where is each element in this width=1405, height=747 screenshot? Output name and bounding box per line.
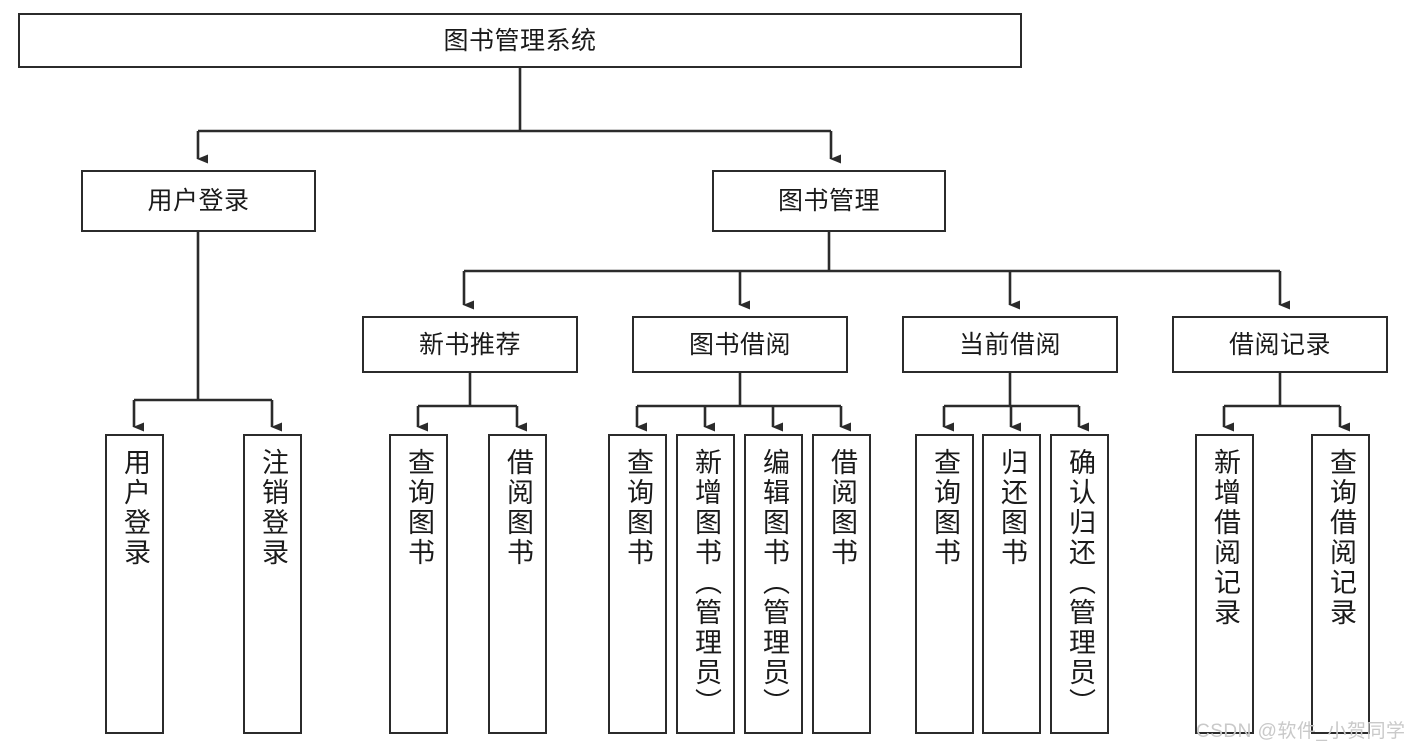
node-label: 查询图书 xyxy=(623,448,653,568)
node-label: 确认归还（管理员） xyxy=(1065,448,1095,718)
leaf-return-book[interactable]: 归还图书 xyxy=(982,434,1041,734)
node-label: 图书管理 xyxy=(777,187,880,215)
leaf-borrow-book-recommend[interactable]: 借阅图书 xyxy=(488,434,547,734)
leaf-edit-book-admin[interactable]: 编辑图书（管理员） xyxy=(744,434,803,734)
node-new-book-recommend[interactable]: 新书推荐 xyxy=(362,316,578,373)
leaf-query-book-borrow[interactable]: 查询图书 xyxy=(608,434,667,734)
node-label: 图书管理系统 xyxy=(443,26,597,55)
watermark: CSDN @软件_小贺同学 xyxy=(1196,721,1405,742)
node-book-management[interactable]: 图书管理 xyxy=(712,170,946,232)
node-current-borrow[interactable]: 当前借阅 xyxy=(902,316,1118,373)
leaf-user-login[interactable]: 用户登录 xyxy=(105,434,164,734)
node-label: 借阅图书 xyxy=(827,448,857,568)
node-label: 借阅记录 xyxy=(1228,330,1331,359)
node-label: 编辑图书（管理员） xyxy=(759,448,789,718)
node-label: 图书借阅 xyxy=(688,330,791,359)
node-label: 查询借阅记录 xyxy=(1326,448,1356,628)
leaf-add-borrow-record[interactable]: 新增借阅记录 xyxy=(1195,434,1254,734)
leaf-query-borrow-record[interactable]: 查询借阅记录 xyxy=(1311,434,1370,734)
node-label: 新书推荐 xyxy=(418,330,521,359)
node-label: 查询图书 xyxy=(404,448,434,568)
node-label: 用户登录 xyxy=(120,448,150,568)
leaf-borrow-book[interactable]: 借阅图书 xyxy=(812,434,871,734)
node-label: 新增借阅记录 xyxy=(1210,448,1240,628)
node-borrow-record[interactable]: 借阅记录 xyxy=(1172,316,1388,373)
leaf-add-book-admin[interactable]: 新增图书（管理员） xyxy=(676,434,735,734)
node-label: 注销登录 xyxy=(258,448,288,568)
leaf-confirm-return-admin[interactable]: 确认归还（管理员） xyxy=(1050,434,1109,734)
node-root[interactable]: 图书管理系统 xyxy=(18,13,1022,68)
node-label: 归还图书 xyxy=(997,448,1027,568)
node-label: 当前借阅 xyxy=(958,330,1061,359)
node-label: 查询图书 xyxy=(930,448,960,568)
node-label: 借阅图书 xyxy=(503,448,533,568)
leaf-logout[interactable]: 注销登录 xyxy=(243,434,302,734)
leaf-query-book-current[interactable]: 查询图书 xyxy=(915,434,974,734)
leaf-query-book-recommend[interactable]: 查询图书 xyxy=(389,434,448,734)
node-label: 用户登录 xyxy=(147,187,250,215)
node-label: 新增图书（管理员） xyxy=(691,448,721,718)
node-book-borrow[interactable]: 图书借阅 xyxy=(632,316,848,373)
node-user-login[interactable]: 用户登录 xyxy=(81,170,316,232)
